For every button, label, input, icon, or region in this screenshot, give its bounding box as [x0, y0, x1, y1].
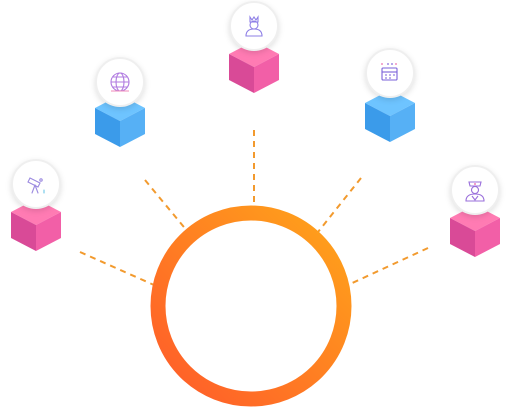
- node-doctor[interactable]: [450, 165, 500, 257]
- person-icon: [245, 15, 263, 37]
- cube-left: [11, 212, 36, 251]
- connector-telescope: [79, 251, 155, 286]
- connector-calendar: [317, 177, 362, 233]
- telescope-icon: [27, 177, 45, 194]
- cube-left: [450, 218, 475, 257]
- cube-right: [36, 212, 61, 251]
- connector-globe: [144, 179, 189, 233]
- icon-badge: [365, 48, 415, 98]
- node-person[interactable]: [229, 1, 279, 93]
- cube: [450, 205, 500, 257]
- doctor-icon: [465, 181, 485, 202]
- node-calendar[interactable]: [365, 48, 415, 142]
- icon-badge: [11, 159, 61, 209]
- cube-left: [95, 108, 120, 147]
- icon-badge: [450, 165, 500, 215]
- cube: [365, 90, 415, 142]
- node-telescope[interactable]: [11, 159, 61, 251]
- calendar-icon: [381, 63, 398, 81]
- connector-doctor: [347, 247, 429, 286]
- cube-right: [120, 108, 145, 147]
- cube-left: [229, 54, 254, 93]
- cube-right: [254, 54, 279, 93]
- icon-badge: [229, 1, 279, 51]
- connectors: [79, 130, 429, 286]
- cube-right: [390, 103, 415, 142]
- cube-left: [365, 103, 390, 142]
- node-globe[interactable]: [95, 57, 145, 147]
- cube-right: [475, 218, 500, 257]
- central-ring: [150, 205, 352, 407]
- globe-icon: [110, 72, 130, 92]
